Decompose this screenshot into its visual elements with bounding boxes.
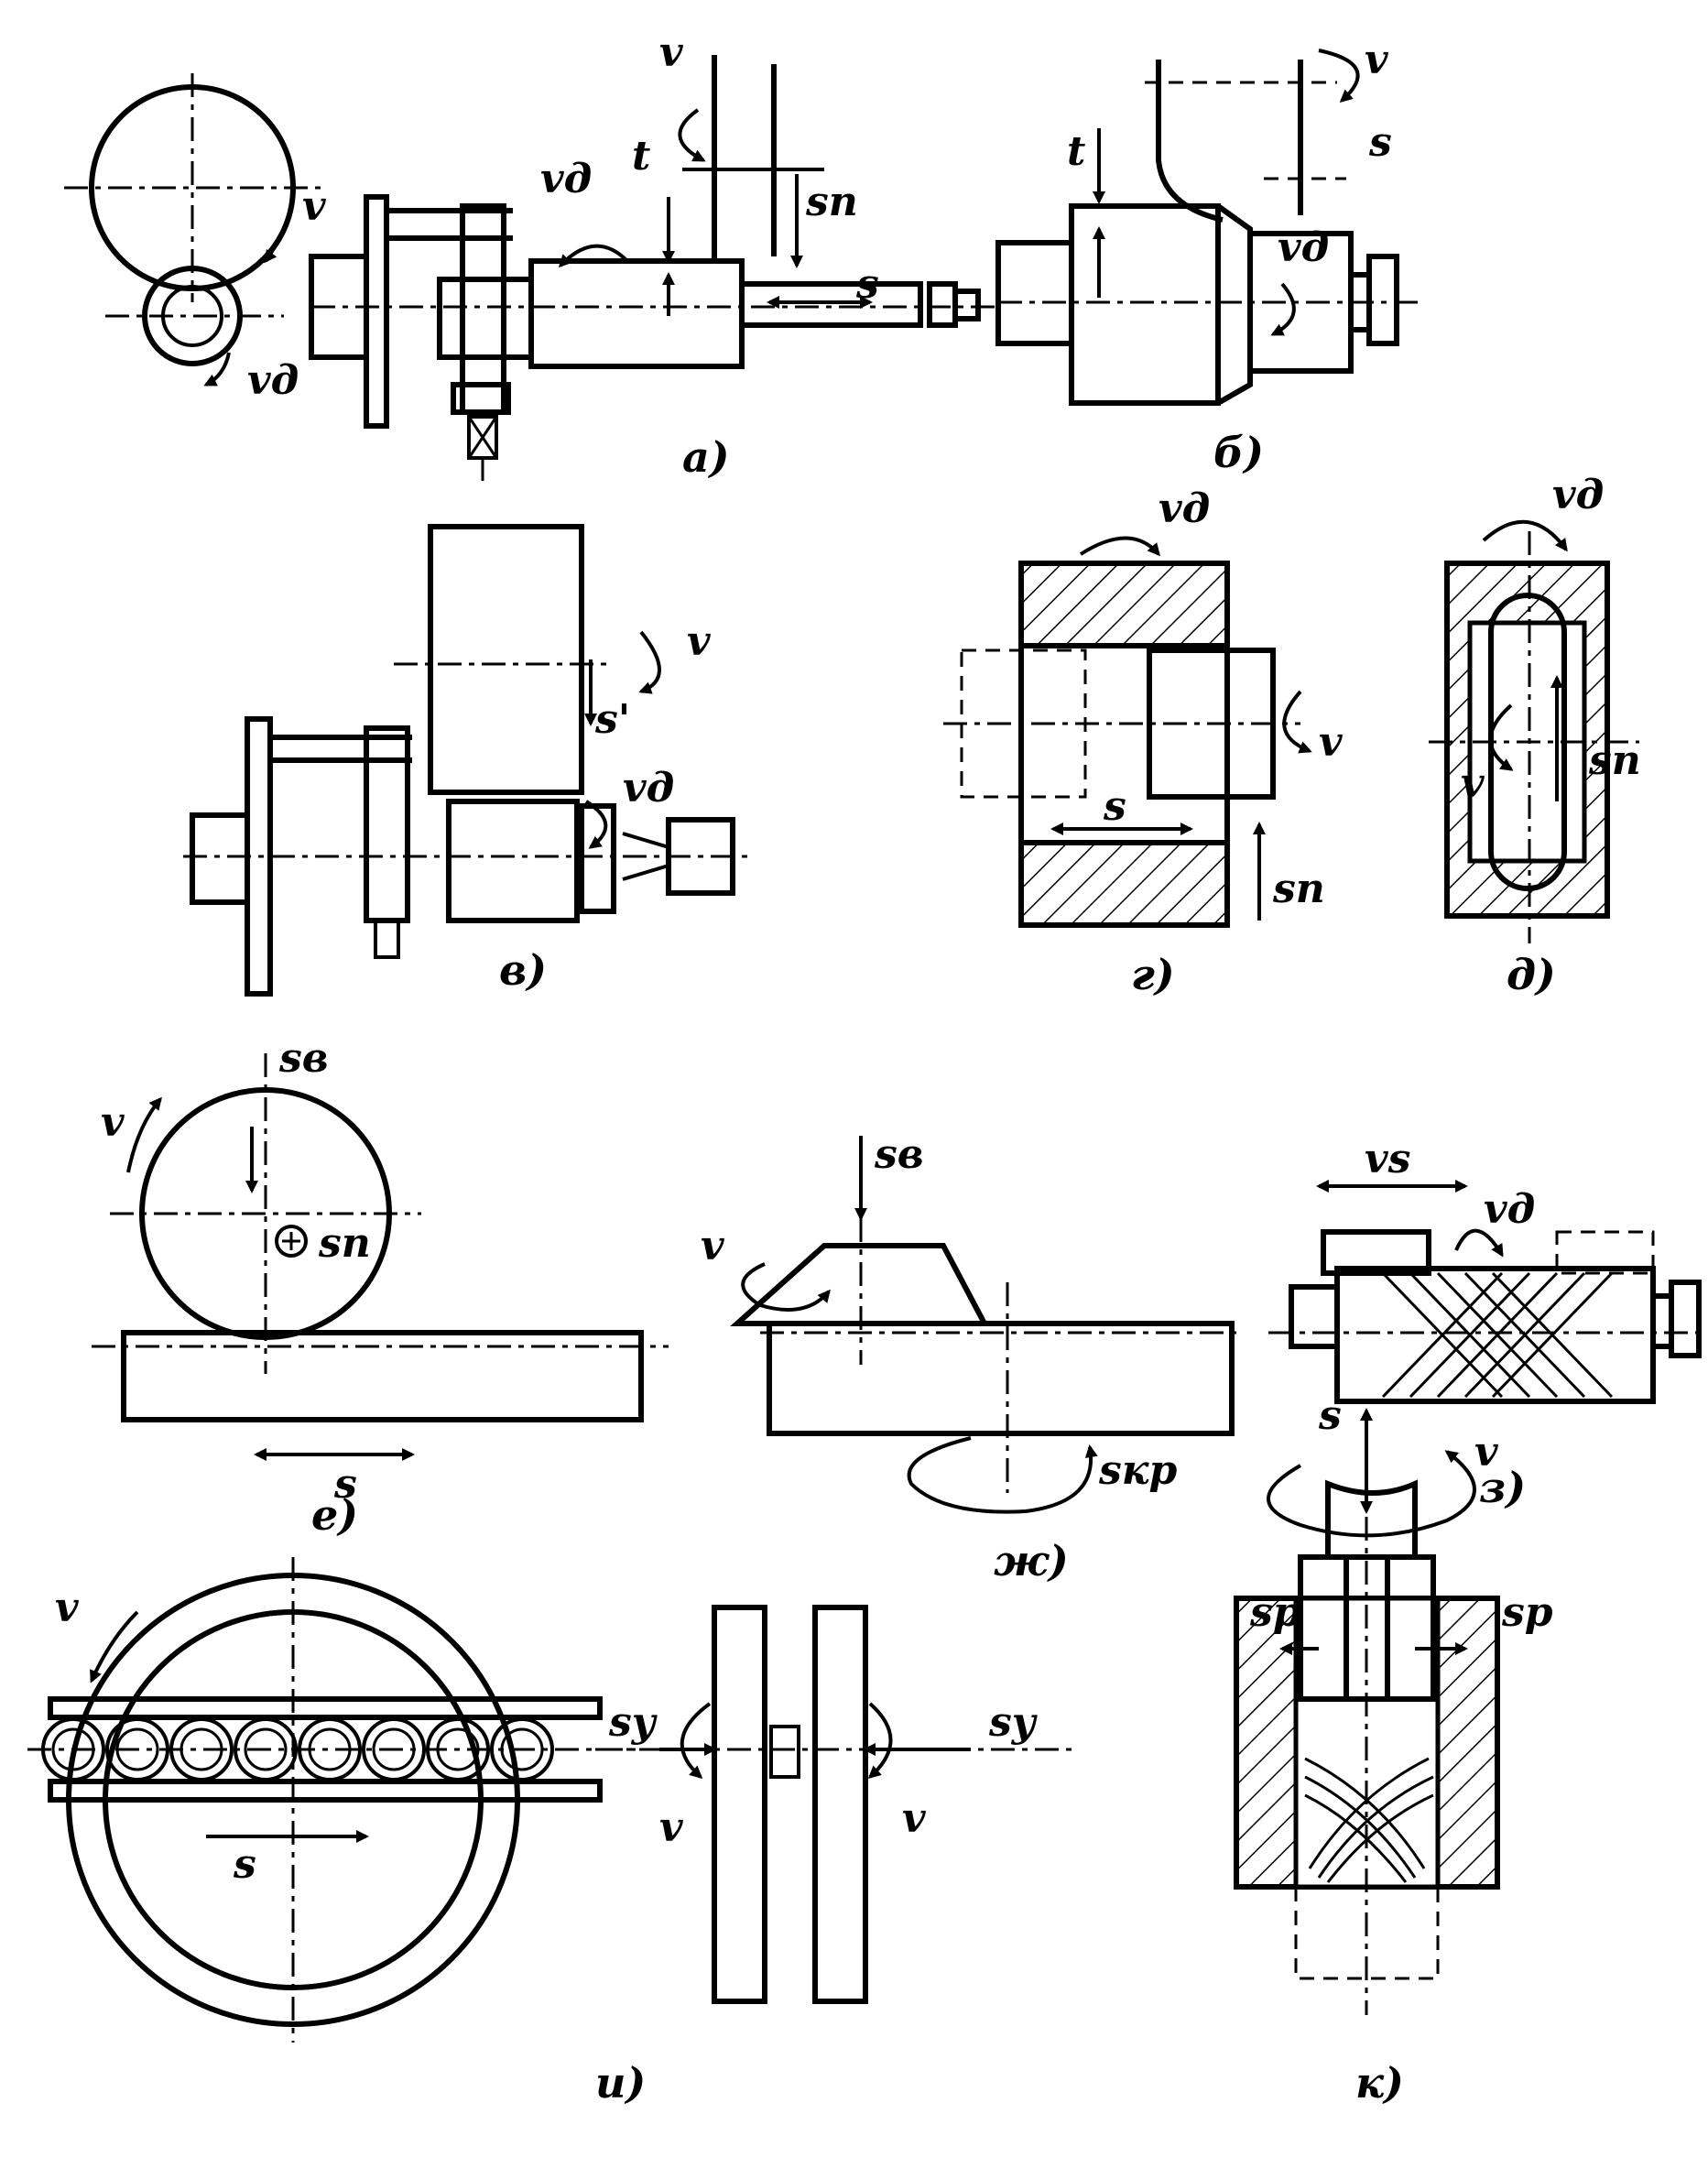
caption-g: г) (1131, 950, 1175, 999)
svg-text:sр: sр (1501, 1589, 1553, 1636)
svg-text:vд: vд (1159, 485, 1210, 532)
label-t: t (632, 133, 650, 180)
workpiece-rollers (41, 1717, 554, 1781)
svg-text:v: v (1474, 1429, 1498, 1476)
caption-b: б) (1213, 428, 1264, 477)
scheme-e: sв v sп s е) (92, 1035, 669, 1540)
scheme-zh: sв v sкр ж) (701, 1131, 1236, 1585)
svg-text:v: v (1319, 719, 1343, 766)
svg-text:s: s (1318, 1392, 1342, 1439)
label-v: v (659, 29, 683, 76)
caption-z: з) (1479, 1463, 1526, 1512)
svg-text:v: v (302, 183, 326, 230)
scheme-i: v s sу sу v v и) (27, 1557, 1072, 2108)
svg-text:sп: sп (1588, 737, 1641, 784)
svg-text:v: v (55, 1585, 79, 1631)
scheme-k: s v sр sр к) (1234, 1392, 1553, 2108)
svg-text:s: s (233, 1841, 256, 1888)
caption-d: д) (1507, 950, 1556, 999)
scheme-a: v v vд vд t sп s а) (64, 29, 998, 482)
svg-text:sв: sв (278, 1035, 329, 1082)
svg-text:sп: sп (1272, 866, 1325, 912)
svg-text:s: s (1368, 119, 1392, 166)
svg-text:vд: vд (623, 765, 674, 812)
caption-k: к) (1355, 2058, 1404, 2108)
label-skr: sкр (1098, 1447, 1178, 1494)
svg-text:v: v (659, 1804, 683, 1851)
cross-hatch-traces (1381, 1271, 1614, 1399)
scheme-z: vs vд з) (1268, 1136, 1703, 1512)
scheme-b: t v s vд б) (995, 37, 1424, 477)
svg-text:vд: vд (1278, 224, 1329, 271)
svg-text:s: s (1103, 783, 1126, 830)
caption-zh: ж) (994, 1536, 1069, 1585)
caption-a: а) (682, 432, 730, 482)
svg-text:v: v (1365, 37, 1388, 83)
label-s: s (855, 261, 879, 308)
svg-text:v: v (701, 1223, 724, 1269)
label-sn: sп (805, 179, 858, 225)
svg-text:sв: sв (874, 1131, 924, 1178)
svg-text:v: v (687, 618, 711, 665)
svg-text:s: s (333, 1461, 357, 1508)
svg-text:vs: vs (1365, 1136, 1410, 1182)
svg-text:v: v (902, 1795, 926, 1842)
label-vd: vд (540, 156, 592, 202)
svg-text:t: t (1067, 128, 1085, 175)
scheme-g: vд v s sп г) (943, 485, 1343, 999)
svg-text:v: v (101, 1099, 125, 1146)
caption-e: е) (311, 1490, 358, 1540)
scheme-d: vд v sп д) (1429, 472, 1641, 999)
scheme-v: v s' vд в) (183, 524, 751, 997)
svg-text:vд: vд (247, 357, 299, 404)
label-sp: sр (1249, 1589, 1301, 1636)
label-sy: sу (608, 1699, 658, 1746)
label-s-prime: s' (594, 696, 630, 743)
svg-text:v: v (1461, 760, 1485, 807)
svg-text:vд: vд (1552, 472, 1604, 518)
svg-text:vд: vд (1484, 1186, 1535, 1233)
caption-v: в) (499, 945, 547, 995)
svg-text:sп: sп (318, 1220, 371, 1267)
svg-text:sу: sу (988, 1699, 1039, 1746)
honing-traces (1304, 1757, 1434, 1883)
caption-i: и) (595, 2058, 646, 2108)
